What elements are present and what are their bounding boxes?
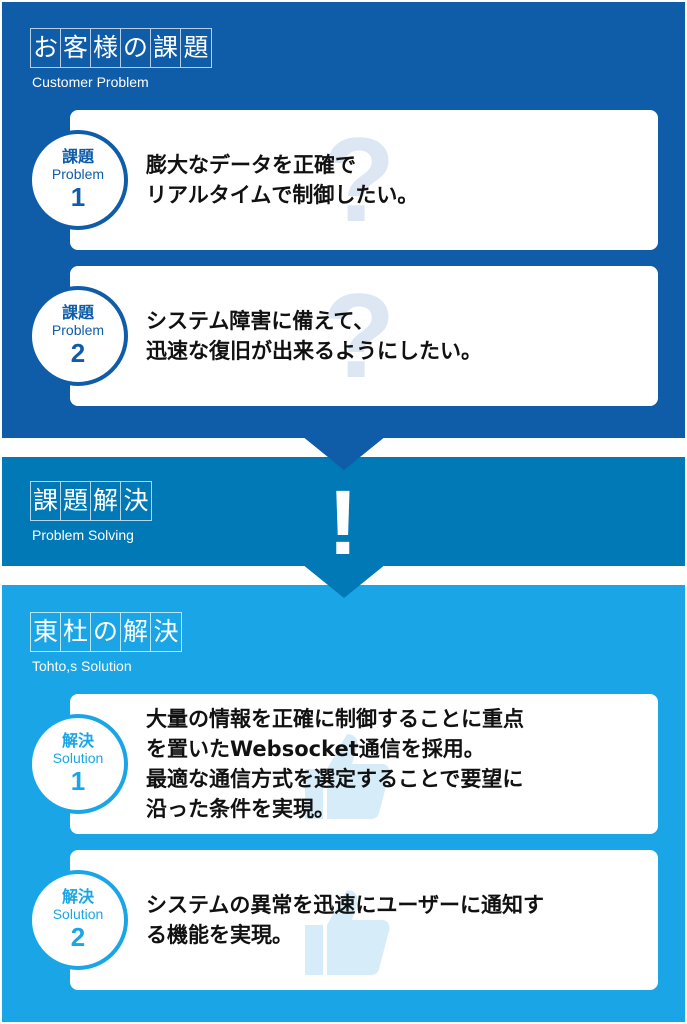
title-char: 題 [61, 482, 91, 520]
problem-solving-section: 課題解決 Problem Solving [2, 457, 685, 566]
down-arrow [301, 436, 386, 470]
title-char: 杜 [61, 613, 91, 651]
solution-text: 大量の情報を正確に制御することに重点 を置いたWebsocket通信を採用。 最… [146, 707, 524, 821]
problem-text: 膨大なデータを正確で リアルタイムで制御したい。 [146, 153, 419, 207]
question-mark-icon: ? [322, 113, 396, 247]
title-char: の [121, 29, 151, 67]
exclamation-icon: ! [327, 472, 359, 574]
section-subtitle: Problem Solving [32, 527, 134, 543]
section-title: 課題解決 [30, 481, 152, 521]
title-char: 東 [31, 613, 61, 651]
badge-label: 課題 [61, 303, 94, 322]
badge-number: 2 [70, 338, 86, 368]
title-char: 様 [91, 29, 121, 67]
badge-number: 1 [70, 182, 86, 212]
badge-label-en: Problem [51, 322, 105, 338]
title-char: 課 [31, 482, 61, 520]
title-char: の [91, 613, 121, 651]
solution-text: システムの異常を迅速にユーザーに通知す る機能を実現。 [146, 893, 544, 947]
section-title: 東杜の解決 [30, 612, 182, 652]
badge-number: 2 [70, 922, 86, 952]
title-char: 決 [153, 617, 179, 646]
section-subtitle: Tohto,s Solution [32, 658, 132, 674]
problem-text: システム障害に備えて、 迅速な復旧が出来るようにしたい。 [146, 309, 482, 363]
title-char: お [31, 29, 61, 67]
section-subtitle: Customer Problem [32, 74, 149, 90]
question-mark-icon: ? [322, 269, 396, 403]
badge-label-en: Solution [52, 906, 104, 922]
title-char: 決 [123, 486, 149, 515]
badge-number: 1 [70, 766, 86, 796]
title-char: 課 [151, 29, 181, 67]
title-char: 客 [61, 29, 91, 67]
badge-label: 課題 [61, 147, 94, 166]
thumbs-up-icon [305, 734, 390, 819]
badge-label-en: Solution [52, 750, 104, 766]
badge-label: 解決 [61, 887, 94, 906]
title-char: 解 [121, 613, 151, 651]
badge-label: 解決 [61, 731, 94, 750]
section-title: お客様の課題 [30, 28, 212, 68]
title-char: 題 [183, 33, 209, 62]
title-char: 解 [91, 482, 121, 520]
down-arrow [301, 564, 386, 598]
thumbs-up-icon [305, 890, 390, 975]
badge-label-en: Problem [51, 166, 105, 182]
